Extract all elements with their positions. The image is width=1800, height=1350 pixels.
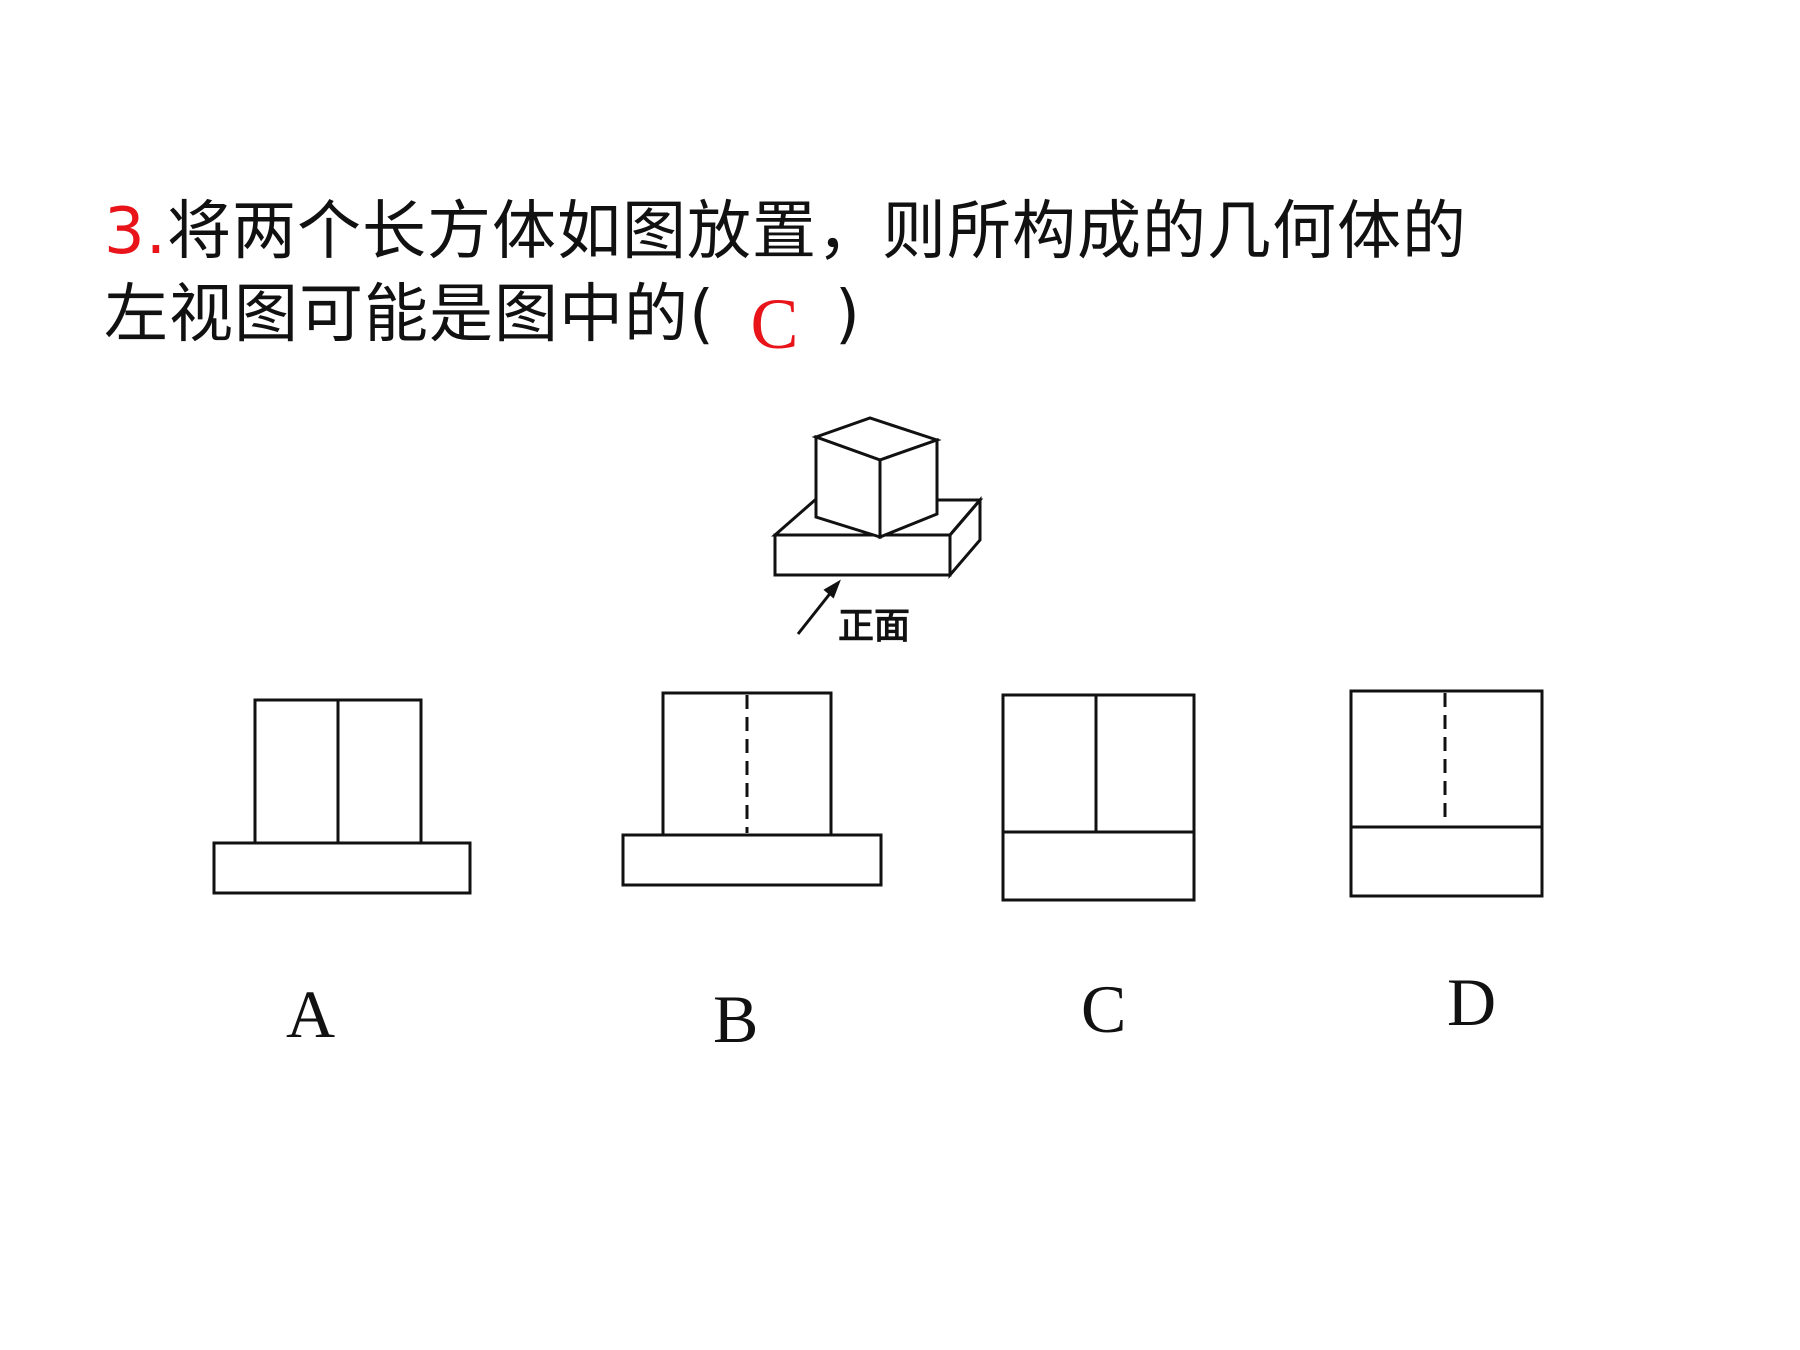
question-text-1: 将两个长方体如图放置，则所构成的几何体的 (167, 195, 1468, 269)
top-cube (811, 416, 942, 540)
base-right-face (948, 495, 982, 580)
question-line-1: 3.将两个长方体如图放置，则所构成的几何体的 (104, 192, 1467, 272)
option-a-drawing (212, 698, 472, 895)
option-d-label: D (1447, 964, 1497, 1040)
cube-right-face (878, 437, 939, 540)
option-b-label: B (713, 981, 759, 1057)
option-c-drawing (1001, 693, 1196, 902)
front-arrow (796, 579, 841, 635)
answer-choice: C (750, 284, 800, 364)
solid-3d-figure (771, 416, 984, 635)
option-c-label: C (1081, 971, 1127, 1047)
option-a-label: A (286, 976, 336, 1052)
question-line-2: 左视图可能是图中的( C) (104, 275, 861, 364)
front-label: 正面 (838, 606, 910, 646)
question-close-paren: ) (834, 278, 861, 352)
question-number: 3. (104, 195, 168, 269)
base-block (771, 495, 984, 580)
option-d-drawing (1349, 689, 1544, 898)
question-text-2: 左视图可能是图中的( (104, 278, 715, 352)
option-b-drawing (621, 691, 883, 887)
base-front-face (773, 533, 952, 577)
